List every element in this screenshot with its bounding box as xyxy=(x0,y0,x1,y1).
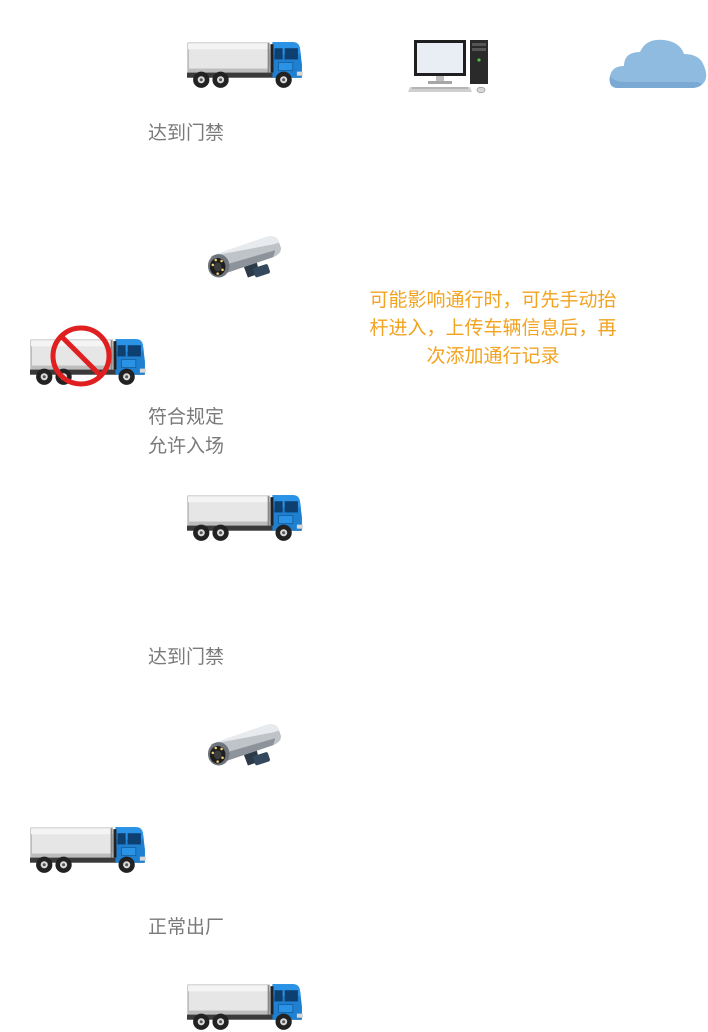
camera-icon xyxy=(205,720,283,776)
comply-line: 允许入场 xyxy=(148,435,225,457)
note-line: 次添加通行记录 xyxy=(426,345,560,367)
computer-icon xyxy=(408,38,492,94)
truck-icon xyxy=(187,493,305,542)
manual-entry-note: 可能影响通行时，可先手动抬 杆进入，上传车辆信息后，再 次添加通行记录 xyxy=(355,286,631,370)
truck-icon xyxy=(30,825,148,874)
prohibited-icon xyxy=(48,323,114,389)
comply-label: 符合规定 允许入场 xyxy=(148,403,224,461)
camera-icon xyxy=(205,232,283,288)
arrival-label: 达到门禁 xyxy=(148,122,225,144)
arrival-label: 达到门禁 xyxy=(148,646,225,668)
cloud-icon xyxy=(608,34,708,90)
truck-icon xyxy=(187,40,305,89)
exit-label: 正常出厂 xyxy=(148,916,225,938)
comply-line: 符合规定 xyxy=(148,406,225,428)
note-line: 可能影响通行时，可先手动抬 xyxy=(369,289,617,311)
note-line: 杆进入，上传车辆信息后，再 xyxy=(369,317,617,339)
truck-icon xyxy=(187,982,305,1031)
